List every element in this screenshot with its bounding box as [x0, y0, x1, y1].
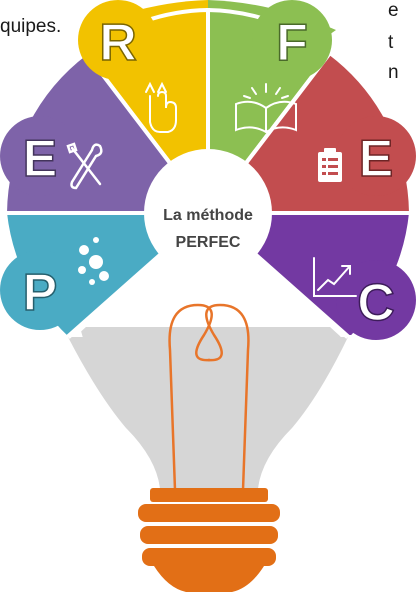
- open-book-icon: [235, 83, 297, 134]
- letter-p: P: [23, 264, 58, 322]
- clipboard-checklist-icon: [318, 148, 342, 182]
- letter-r: R: [99, 14, 137, 72]
- center-title-line2: PERFEC: [176, 234, 241, 251]
- bulb-neck: [68, 337, 348, 488]
- letter-c: C: [357, 274, 395, 332]
- badge-c: [336, 260, 416, 340]
- bubbles-icon: [78, 237, 109, 285]
- wrench-screwdriver-icon: [66, 142, 103, 190]
- hand-swipe-icon: [145, 81, 177, 133]
- letter-e-left: E: [23, 130, 58, 188]
- badge-p: [0, 250, 80, 330]
- cropped-text-left: quipes.: [0, 16, 62, 37]
- badge-e-left: [0, 116, 80, 196]
- letter-f: F: [276, 14, 308, 72]
- badge-f: [252, 0, 332, 80]
- trend-chart-icon: [313, 257, 357, 297]
- badge-e-right: [336, 116, 416, 196]
- cropped-text-right-1: e: [388, 0, 399, 21]
- center-circle: [144, 149, 272, 277]
- bulb-base: [138, 488, 280, 592]
- filament: [168, 303, 250, 491]
- badge-r: [78, 0, 158, 80]
- letter-e-right: E: [359, 130, 394, 188]
- cropped-text-right-3: n: [388, 62, 399, 83]
- cropped-text-right-2: t: [388, 32, 394, 53]
- center-title-line1: La méthode: [163, 207, 253, 224]
